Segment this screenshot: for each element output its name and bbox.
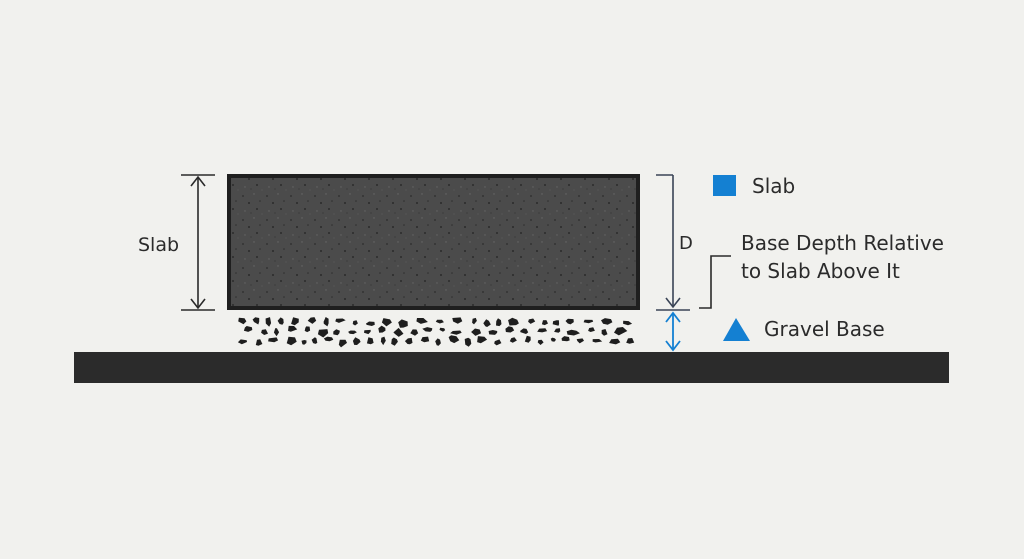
gravel-stone — [601, 329, 608, 336]
gravel-stone — [561, 336, 570, 342]
gravel-stone — [378, 325, 386, 333]
gravel-stone — [291, 317, 299, 326]
gravel-base — [237, 317, 635, 348]
gravel-stone — [588, 327, 595, 332]
gravel-stone — [237, 339, 247, 345]
annotation-bracket — [699, 255, 731, 309]
gravel-stone — [352, 320, 358, 326]
gravel-stone — [537, 339, 544, 345]
gravel-stone — [614, 327, 628, 336]
gravel-stone — [317, 329, 329, 338]
gravel-stone — [268, 337, 279, 343]
gravel-stone — [528, 318, 536, 324]
gravel-stone — [404, 337, 413, 345]
gravel-stone — [307, 317, 317, 324]
gravel-stone — [323, 317, 329, 327]
gravel-stone — [524, 335, 531, 343]
gravel-stone — [393, 327, 404, 337]
gravel-stone — [554, 328, 561, 333]
gravel-stone — [520, 328, 529, 334]
gravel-stone — [450, 330, 462, 335]
gravel-stone — [488, 330, 498, 335]
slab-legend-square-marker — [713, 175, 736, 196]
gravel-stone — [420, 336, 430, 343]
gravel-stone — [288, 325, 298, 332]
gravel-stone — [286, 336, 297, 346]
legend-slab-label: Slab — [752, 174, 796, 198]
gravel-stone — [494, 339, 502, 346]
gravel-stone — [304, 326, 311, 333]
gravel-stone — [380, 336, 386, 346]
slab-dimension-label: Slab — [138, 234, 180, 256]
gravel-stone — [416, 318, 428, 324]
concrete-slab — [227, 174, 640, 310]
gravel-stone — [252, 317, 260, 325]
depth-dimension-label: D — [679, 233, 693, 254]
gravel-stone — [265, 317, 272, 327]
gravel-stone — [509, 337, 517, 343]
gravel-stone — [335, 318, 346, 323]
depth-dimension-arrow — [656, 174, 690, 311]
legend-gravel-base-label: Gravel Base — [764, 317, 885, 341]
gravel-stone — [338, 339, 347, 348]
gravel-stone — [238, 317, 247, 325]
gravel-stone — [566, 329, 580, 336]
gravel-stone — [552, 320, 560, 326]
gravel-stone — [576, 338, 584, 344]
gravel-stone — [333, 329, 340, 336]
ground-bar — [74, 352, 949, 383]
gravel-stone — [410, 329, 419, 336]
gravel-stone — [592, 339, 603, 343]
gravel-stone — [422, 327, 433, 332]
gravel-stone — [448, 335, 460, 344]
gravel-stone — [452, 317, 463, 324]
gravel-legend-triangle-marker — [723, 318, 750, 341]
gravel-stone — [348, 330, 357, 335]
gravel-stone — [365, 321, 375, 326]
gravel-stone — [311, 337, 318, 344]
annotation-line-1: Base Depth Relative — [741, 231, 944, 255]
gravel-stone — [352, 337, 361, 345]
gravel-stone — [496, 318, 502, 327]
gravel-stone — [601, 318, 613, 325]
annotation-line-2: to Slab Above It — [741, 259, 900, 283]
gravel-stone — [381, 318, 392, 327]
gravel-stone — [273, 328, 280, 337]
gravel-stone — [508, 317, 519, 326]
gravel-stone — [366, 337, 374, 345]
gravel-stone — [301, 340, 307, 345]
gravel-stone — [483, 319, 491, 327]
gravel-stone — [435, 338, 441, 346]
gravel-stone — [243, 326, 253, 332]
gravel-stone — [439, 327, 446, 332]
gravel-stone — [583, 319, 594, 324]
gravel-stone — [471, 328, 482, 336]
gravel-stone — [537, 328, 548, 333]
gravel-stone — [550, 337, 556, 342]
gravel-stone — [623, 320, 633, 326]
gravel-stone — [398, 319, 408, 328]
gravel-depth-arrow — [665, 311, 681, 352]
gravel-stone — [277, 317, 284, 325]
gravel-stone — [464, 337, 472, 347]
base-depth-annotation: Base Depth Relative to Slab Above It — [741, 229, 944, 285]
gravel-stone — [565, 318, 574, 325]
slab-dimension-arrow — [181, 174, 215, 311]
gravel-stone — [609, 338, 621, 345]
gravel-stone — [435, 319, 444, 324]
gravel-stone — [477, 336, 488, 344]
gravel-stone — [626, 338, 635, 344]
gravel-stone — [261, 329, 268, 335]
gravel-stone — [505, 326, 515, 333]
gravel-stone — [391, 337, 398, 346]
gravel-stone — [541, 320, 548, 326]
gravel-stone — [323, 336, 334, 342]
gravel-stone — [472, 317, 477, 325]
gravel-stone — [255, 339, 263, 346]
gravel-stone — [364, 329, 371, 335]
